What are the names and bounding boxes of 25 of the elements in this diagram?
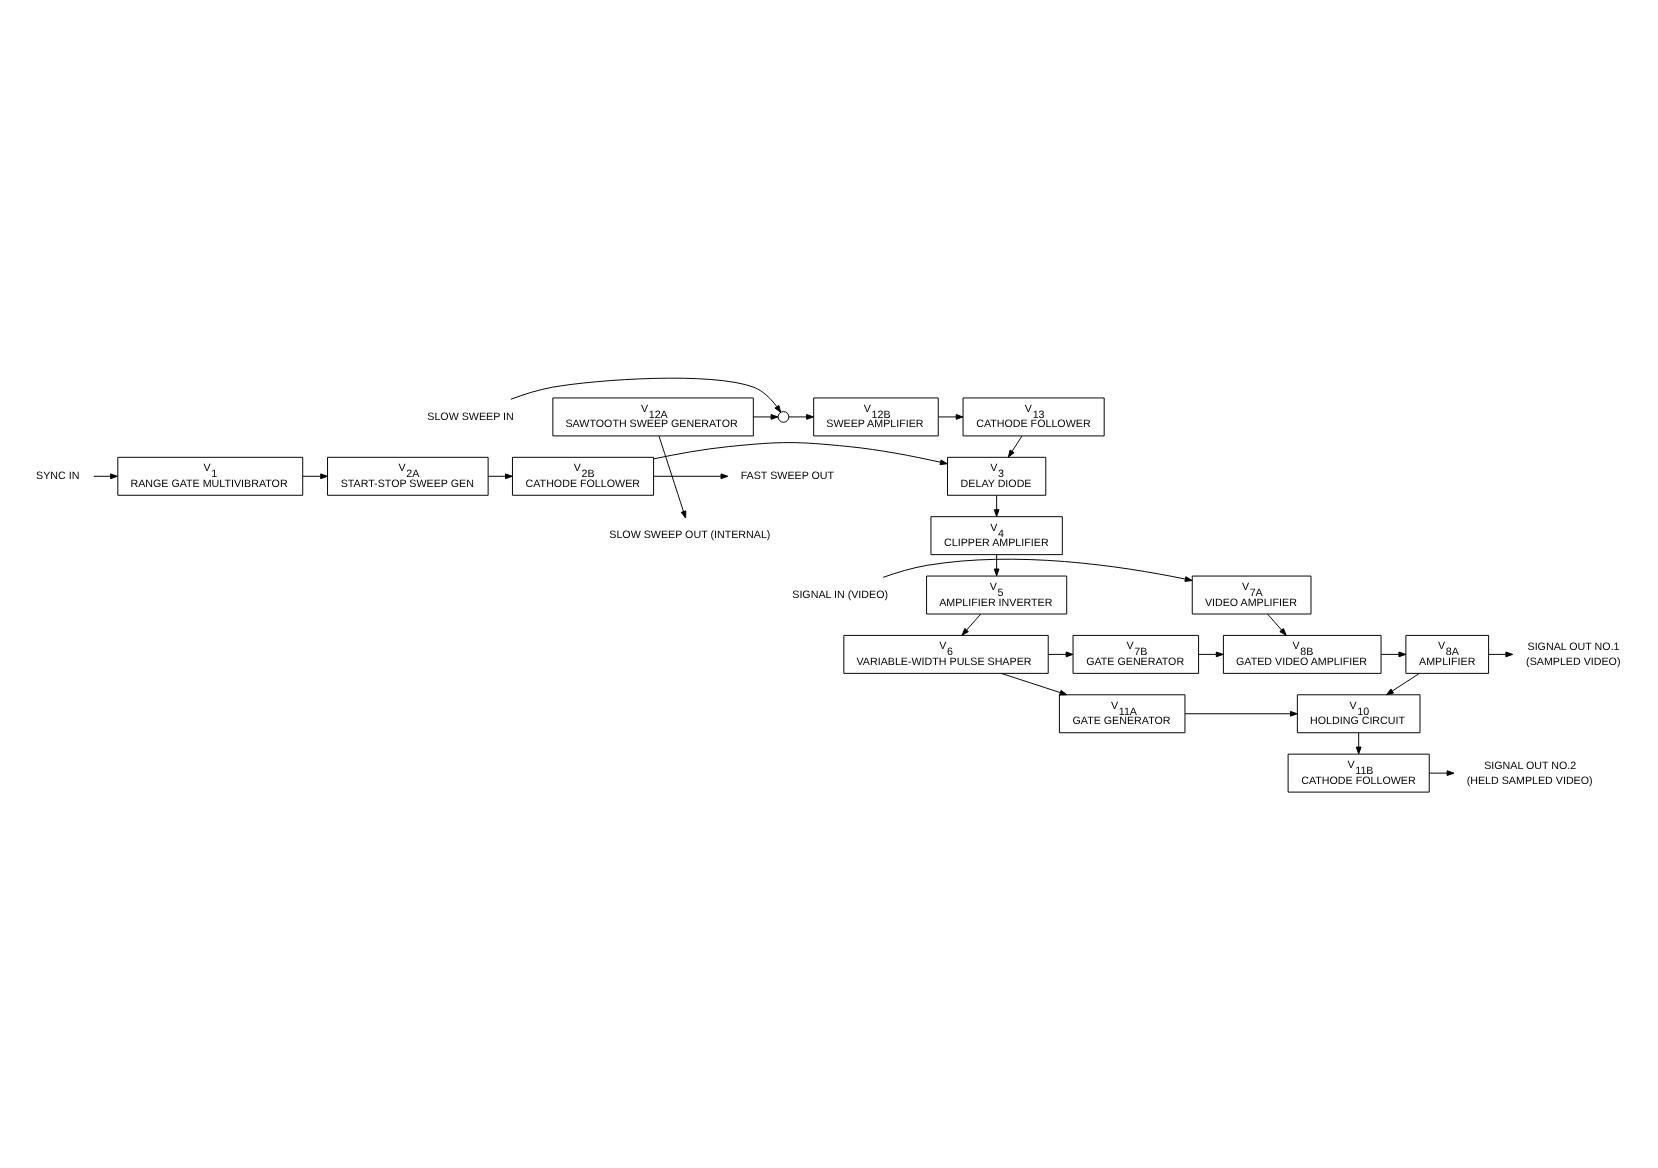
arrow xyxy=(788,413,814,419)
arrow xyxy=(510,376,782,412)
arrow xyxy=(1047,650,1074,657)
arrow xyxy=(993,493,1000,516)
arrow xyxy=(1355,731,1362,754)
arrow xyxy=(1488,650,1514,657)
arrow xyxy=(1380,650,1407,657)
arrow xyxy=(653,441,948,465)
arrow xyxy=(1428,769,1455,775)
arrow xyxy=(752,413,779,419)
arrow xyxy=(658,434,687,518)
arrow xyxy=(1267,612,1287,635)
arrow xyxy=(487,472,513,479)
arrow xyxy=(938,413,964,419)
arrow xyxy=(882,557,1193,581)
arrow xyxy=(302,472,328,479)
arrow xyxy=(1198,650,1224,657)
arrow xyxy=(653,472,729,479)
arrow xyxy=(1000,671,1068,695)
arrow xyxy=(961,612,982,635)
arrow xyxy=(1007,434,1023,457)
arrow xyxy=(1386,672,1420,695)
arrow xyxy=(93,472,118,479)
arrow xyxy=(1184,709,1298,716)
node-switch xyxy=(777,410,790,422)
